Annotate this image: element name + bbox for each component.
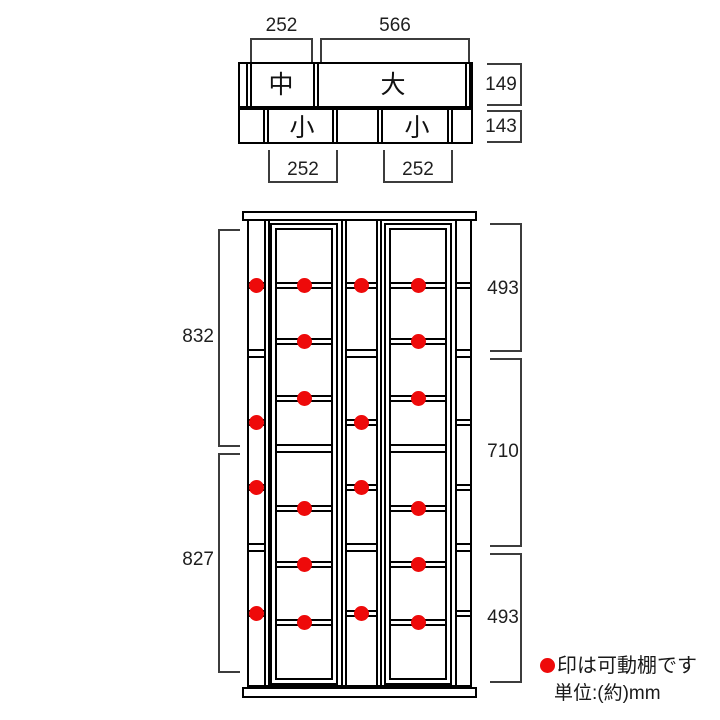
movable-shelf-dot <box>410 277 426 293</box>
movable-shelf-dot <box>410 500 426 516</box>
fixed-shelf-line <box>277 444 331 453</box>
fixed-shelf-line <box>457 543 470 552</box>
dim-bracket-right-middle <box>490 358 522 547</box>
movable-shelf-dot <box>410 333 426 349</box>
dim-label-small-right-width: 252 <box>402 159 434 180</box>
movable-shelf-dot <box>354 414 369 430</box>
movable-shelf-dot <box>249 414 264 430</box>
fixed-shelf-line <box>347 349 376 358</box>
movable-shelf-line <box>457 484 470 491</box>
dim-bracket-lower-height <box>487 110 522 143</box>
divider-mid-left <box>341 221 347 685</box>
dim-label-right-middle: 710 <box>487 441 519 462</box>
top-view-lower-row <box>238 108 473 144</box>
movable-shelf-dot <box>249 277 264 293</box>
movable-shelf-dot <box>354 479 369 495</box>
dim-bracket-upper-left-height <box>218 229 240 447</box>
fixed-shelf-line <box>347 543 376 552</box>
dim-bracket-upper-height <box>487 63 522 106</box>
movable-shelf-dot <box>296 500 312 516</box>
upper-row-left-double-line <box>246 64 252 106</box>
movable-shelf-dot <box>249 479 264 495</box>
fixed-shelf-line <box>249 349 264 358</box>
compartment-label-large: 大 <box>380 71 406 99</box>
movable-shelf-dot <box>410 390 426 406</box>
upper-row-right-double-line <box>465 64 471 106</box>
movable-shelf-dot <box>296 556 312 572</box>
dim-bracket-right-bottom <box>490 553 522 683</box>
movable-shelf-dot <box>296 390 312 406</box>
top-view-upper-row <box>238 62 473 108</box>
movable-shelf-dot <box>249 605 264 621</box>
dim-bracket-mid-width <box>250 38 313 62</box>
movable-shelf-dot <box>296 333 312 349</box>
dim-bracket-right-top <box>490 223 522 352</box>
movable-shelf-dot <box>296 614 312 630</box>
dim-label-upper-height: 149 <box>485 74 517 95</box>
legend-unit-label: 単位:(約)mm <box>554 683 661 704</box>
slide-rack-left-inner-frame <box>275 228 333 680</box>
dim-bracket-large-width <box>320 38 470 62</box>
upper-row-divider-double-line <box>313 64 319 106</box>
dim-label-lower-left-height: 827 <box>182 549 214 570</box>
movable-shelf-line <box>457 282 470 289</box>
dim-label-upper-left-height: 832 <box>182 326 214 347</box>
movable-shelf-dot <box>410 614 426 630</box>
divider-right <box>455 221 457 685</box>
fixed-shelf-line <box>457 349 470 358</box>
small-box-right <box>377 110 453 142</box>
movable-shelf-dot <box>354 605 369 621</box>
divider-left <box>264 221 270 685</box>
slide-rack-right-inner-frame <box>389 228 447 680</box>
divider-mid-right <box>376 221 382 685</box>
dim-bracket-lower-left-height <box>218 453 240 673</box>
fixed-shelf-line <box>391 444 445 453</box>
movable-shelf-line <box>457 419 470 426</box>
dim-label-lower-height: 143 <box>485 116 517 137</box>
compartment-label-small-left: 小 <box>289 114 315 142</box>
dim-bracket-small-left-width <box>268 150 338 183</box>
compartment-label-small-right: 小 <box>404 114 430 142</box>
movable-shelf-dot <box>354 277 369 293</box>
small-box-left <box>263 110 338 142</box>
dim-label-large-width: 566 <box>379 15 411 36</box>
legend-dot-label: 印は可動棚です <box>557 655 697 677</box>
dim-label-small-left-width: 252 <box>287 159 319 180</box>
dim-label-right-top: 493 <box>487 278 519 299</box>
dim-bracket-small-right-width <box>383 150 453 183</box>
dim-label-right-bottom: 493 <box>487 607 519 628</box>
legend-dot <box>540 658 555 673</box>
compartment-label-mid: 中 <box>268 71 294 99</box>
fixed-shelf-line <box>249 543 264 552</box>
movable-shelf-line <box>457 610 470 617</box>
cabinet-base <box>242 687 477 698</box>
dim-label-mid-width: 252 <box>265 15 298 36</box>
movable-shelf-dot <box>410 556 426 572</box>
movable-shelf-dot <box>296 277 312 293</box>
